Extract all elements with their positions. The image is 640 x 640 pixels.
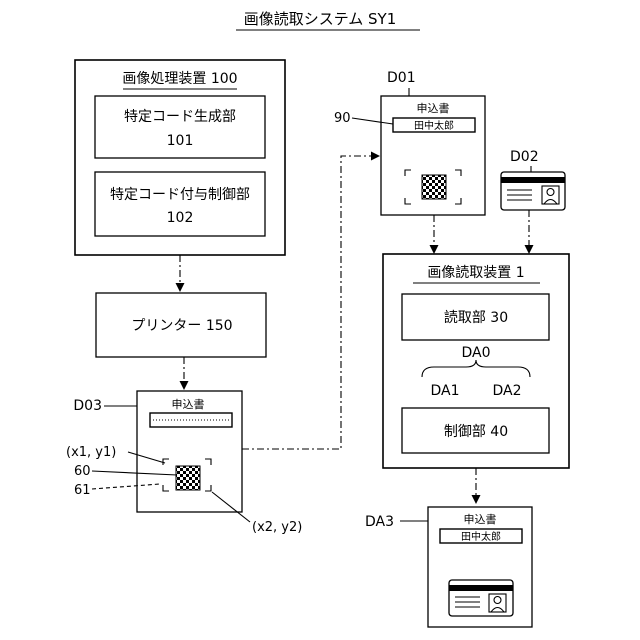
- image-processing-device-label: 画像処理装置 100: [122, 71, 237, 87]
- da3-title: 申込書: [464, 512, 497, 526]
- printer: プリンター 150: [96, 293, 266, 357]
- code-assignment-control-unit: [95, 172, 265, 236]
- id-card-d02: D02: [501, 149, 565, 210]
- arrow-to-printer: [176, 283, 185, 292]
- d01-ref-90: 90: [334, 111, 351, 126]
- arrow-to-da3: [472, 495, 481, 504]
- code-assignment-control-unit-number: 102: [167, 210, 194, 226]
- d01-title: 申込書: [417, 101, 450, 115]
- reading-unit-label: 読取部 30: [444, 309, 508, 326]
- image-processing-device: 画像処理装置 100 特定コード生成部 101 特定コード付与制御部 102: [75, 60, 285, 255]
- arrow-d01-to-reader: [430, 245, 439, 254]
- d03-label: D03: [73, 398, 102, 414]
- code-generation-unit-number: 101: [167, 133, 194, 149]
- document-d01: D01 申込書 田中太郎 90: [334, 70, 485, 215]
- code-assignment-control-unit-name: 特定コード付与制御部: [110, 187, 250, 203]
- data-da0: DA0: [461, 345, 490, 361]
- d03-ref-61: 61: [74, 483, 91, 498]
- d01-label: D01: [387, 70, 416, 86]
- d03-coord-end: (x2, y2): [252, 520, 302, 535]
- d03-title: 申込書: [172, 397, 205, 411]
- image-reading-device-label: 画像読取装置 1: [427, 264, 524, 281]
- printer-label: プリンター 150: [131, 318, 232, 334]
- da3-name: 田中太郎: [461, 530, 501, 543]
- document-d03: D03 申込書 (x1, y1) 60 61 (x2, y2): [66, 391, 302, 535]
- arrow-d02-to-reader: [525, 245, 534, 254]
- arrow-to-d01: [371, 152, 380, 161]
- data-da2: DA2: [492, 383, 521, 399]
- code-generation-unit-name: 特定コード生成部: [124, 109, 236, 125]
- output-document-da3: DA3 申込書 田中太郎: [365, 507, 532, 627]
- d03-coord-start: (x1, y1): [66, 445, 116, 460]
- arrow-to-d03: [180, 381, 189, 390]
- d01-name: 田中太郎: [414, 119, 454, 132]
- d03-specific-code: [176, 466, 200, 490]
- da3-id-card-image: [449, 580, 513, 616]
- d02-card-stripe: [501, 177, 565, 183]
- image-reading-device: 画像読取装置 1 読取部 30 DA0 DA1 DA2 制御部 40: [383, 254, 569, 468]
- data-da1: DA1: [430, 383, 459, 399]
- d02-label: D02: [510, 149, 539, 165]
- control-unit-label: 制御部 40: [444, 424, 508, 440]
- d01-specific-code: [422, 175, 446, 199]
- diagram-title: 画像読取システム SY1: [244, 10, 397, 28]
- d03-ref-60: 60: [74, 464, 91, 479]
- da3-label: DA3: [365, 514, 394, 530]
